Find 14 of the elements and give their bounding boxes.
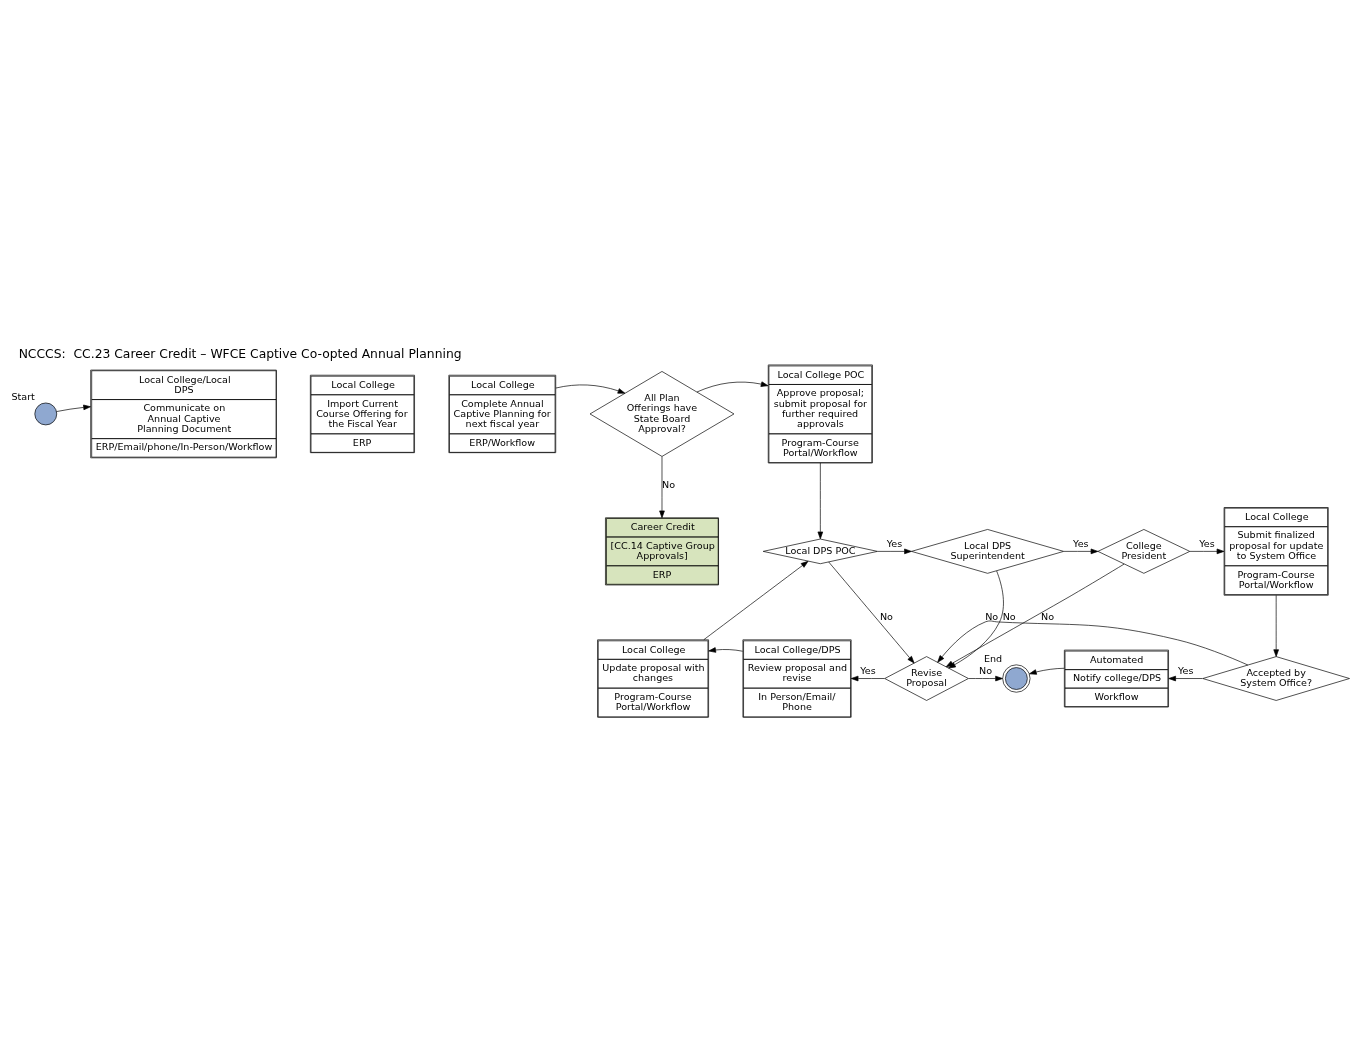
edge-label: No bbox=[1002, 611, 1016, 623]
edge-label: No bbox=[661, 478, 676, 490]
edge-label: No bbox=[1041, 611, 1055, 623]
edge-label: Yes bbox=[1199, 537, 1215, 549]
diagram-title: NCCCS: CC.23 Career Credit – WFCE Captive Co-opted Annual Planning bbox=[18, 347, 462, 362]
edge-label: No bbox=[879, 611, 893, 623]
node-label: Start bbox=[11, 391, 35, 403]
edge-label: Yes bbox=[1177, 664, 1194, 676]
edge-label: Yes bbox=[1073, 537, 1089, 549]
edge-label: Yes bbox=[886, 537, 903, 549]
edge-label: No bbox=[985, 611, 999, 623]
node-label: End bbox=[983, 653, 1003, 665]
edge-label: No bbox=[979, 664, 993, 676]
edge-label: Yes bbox=[860, 664, 876, 676]
